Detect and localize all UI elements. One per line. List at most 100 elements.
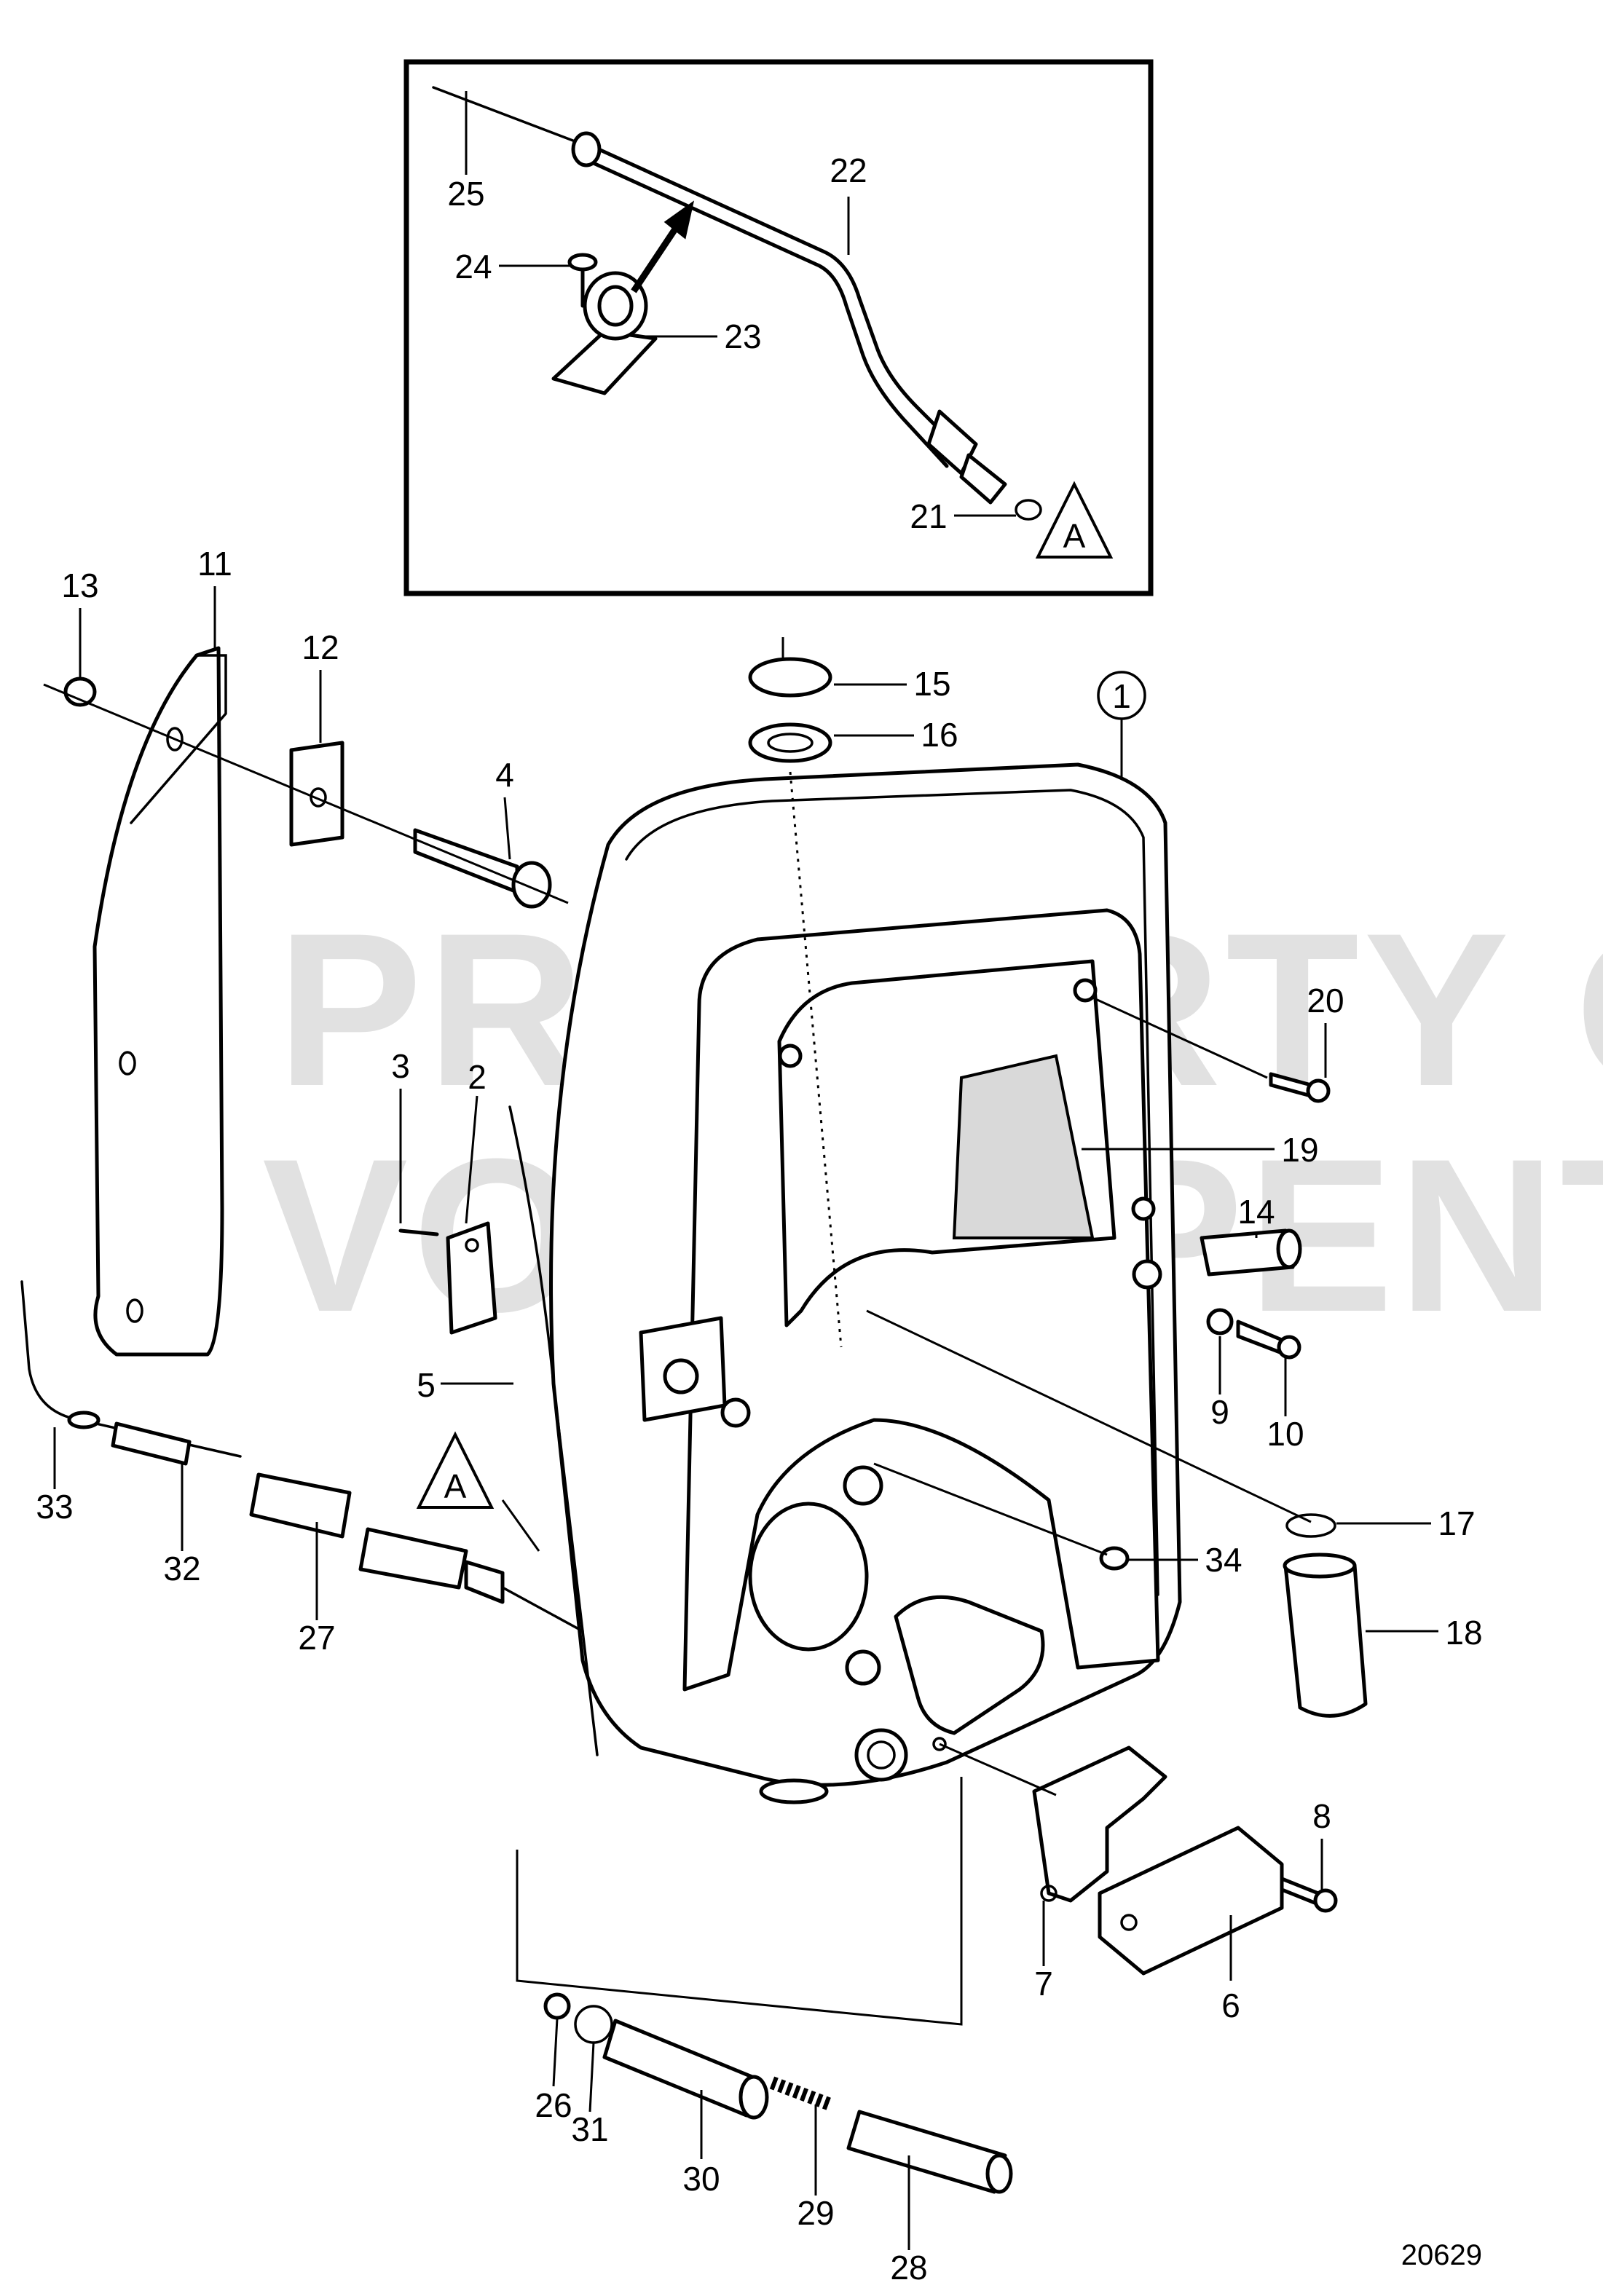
o-ring-21 (1015, 499, 1042, 521)
drawing-number: 20629 (1401, 2239, 1482, 2271)
bracket-11-hole-bottom (126, 1298, 143, 1323)
right-side-parts (866, 996, 1368, 1718)
callout-26: 26 (535, 2086, 572, 2124)
latch-axis (939, 1743, 1057, 1796)
seal-16 (748, 722, 832, 763)
housing-port-2 (845, 1649, 881, 1686)
housing-lower-pocket (894, 1595, 1045, 1735)
reference-triangle-inset (1035, 481, 1114, 559)
housing-hole-1 (778, 1044, 803, 1068)
callout-31: 31 (571, 2110, 608, 2148)
bracket-11-edge (130, 654, 227, 824)
adapter-axis (866, 1309, 1312, 1523)
cable-fitting-33 (67, 1411, 101, 1429)
housing-hole-3 (1131, 1196, 1156, 1221)
plug-34 (1099, 1546, 1130, 1571)
callout-labels: 1 2 3 4 5 6 7 8 9 10 11 12 13 14 15 16 1… (36, 124, 1483, 2287)
leader-2 (465, 1095, 478, 1224)
callout-4: 4 (495, 756, 514, 794)
plunger-assembly (516, 1777, 1013, 2194)
bolt-axis-line (43, 683, 569, 904)
inset-detail: A (403, 59, 1154, 596)
callout-2: 2 (468, 1058, 487, 1096)
reference-mark-inset: A (1063, 517, 1086, 555)
screw-24-head (567, 253, 598, 272)
reference-leader-main (501, 1499, 540, 1552)
callout-22: 22 (830, 151, 867, 189)
callout-21: 21 (910, 497, 947, 535)
housing-port-1 (843, 1465, 883, 1506)
clamp-23-base (551, 329, 658, 395)
bottom-port-main-inner (867, 1740, 896, 1770)
callout-32: 32 (163, 1550, 200, 1587)
shim-2-hole (465, 1238, 479, 1252)
seal-15 (748, 657, 832, 698)
callout-8: 8 (1312, 1797, 1331, 1835)
callout-3: 3 (391, 1047, 410, 1085)
screw-3 (398, 1228, 439, 1236)
cable-27-end (501, 1586, 584, 1633)
adapter-18-top (1283, 1553, 1357, 1579)
callout-14: 14 (1237, 1193, 1275, 1231)
latch-plate-hole (1040, 1885, 1057, 1902)
reference-triangle-main (416, 1431, 495, 1509)
callout-1: 1 (1112, 677, 1131, 715)
latch-block-hole (1120, 1914, 1138, 1931)
o-ring-17 (1285, 1513, 1336, 1538)
seal-5 (508, 1105, 599, 1756)
housing-hole-4 (1132, 1259, 1162, 1290)
callout-7: 7 (1034, 1965, 1053, 2003)
tube-fitting-thread (959, 453, 1007, 505)
callout-29: 29 (797, 2194, 834, 2232)
bracket-11-hole-mid (119, 1051, 136, 1076)
pin-28 (846, 2110, 1007, 2194)
sleeve-30-end (739, 2075, 769, 2120)
shim-2 (446, 1221, 497, 1335)
leader-4 (503, 797, 511, 860)
bolt-8 (1280, 1877, 1320, 1906)
callout-23: 23 (724, 317, 761, 355)
sleeve-27-a (249, 1472, 352, 1539)
callout-15: 15 (913, 665, 950, 703)
callout-30: 30 (682, 2160, 720, 2198)
adapter-18 (1283, 1563, 1368, 1718)
callout-18: 18 (1445, 1614, 1482, 1652)
bolt-4-head (511, 861, 552, 909)
assembly-arrow-head (663, 200, 695, 240)
cable-assembly: A (20, 1280, 584, 1633)
callout-19: 19 (1281, 1131, 1318, 1169)
callout-24: 24 (454, 248, 492, 285)
plunger-bracket-line (516, 1777, 963, 2026)
bolt-8-head (1313, 1888, 1338, 1913)
leader-31 (588, 2042, 595, 2112)
callout-6: 6 (1221, 1987, 1240, 2024)
plug-34-axis (873, 1462, 1108, 1556)
assembly-dotted-line (789, 771, 843, 1348)
callout-16: 16 (921, 716, 958, 754)
top-seals (748, 637, 832, 763)
inset-frame (403, 59, 1154, 596)
bracket-11 (92, 646, 224, 1357)
tube-22-end (571, 131, 602, 167)
reference-mark-main: A (444, 1467, 467, 1505)
latch-block-6 (1098, 1826, 1284, 1976)
main-assembly (43, 646, 1182, 1804)
callout-11: 11 (197, 545, 232, 583)
callout-33: 33 (36, 1488, 73, 1526)
bracket-11-hole-top (166, 727, 184, 751)
plate-12-hole (310, 787, 327, 808)
housing-left-tab-hole (663, 1358, 699, 1394)
assembly-arrow (631, 224, 680, 293)
sleeve-32 (111, 1421, 192, 1466)
panel-19 (952, 1054, 1095, 1239)
housing-nut (720, 1397, 751, 1428)
housing-large-port (748, 1502, 869, 1652)
callout-13: 13 (61, 567, 98, 604)
callout-20: 20 (1307, 982, 1344, 1019)
sleeve-27-b (358, 1527, 468, 1590)
o-ring-31 (574, 2005, 613, 2044)
bottom-port-main (854, 1728, 908, 1782)
spring-29 (769, 2076, 833, 2111)
callout-9: 9 (1210, 1393, 1229, 1431)
latch-assembly (939, 1743, 1338, 1976)
